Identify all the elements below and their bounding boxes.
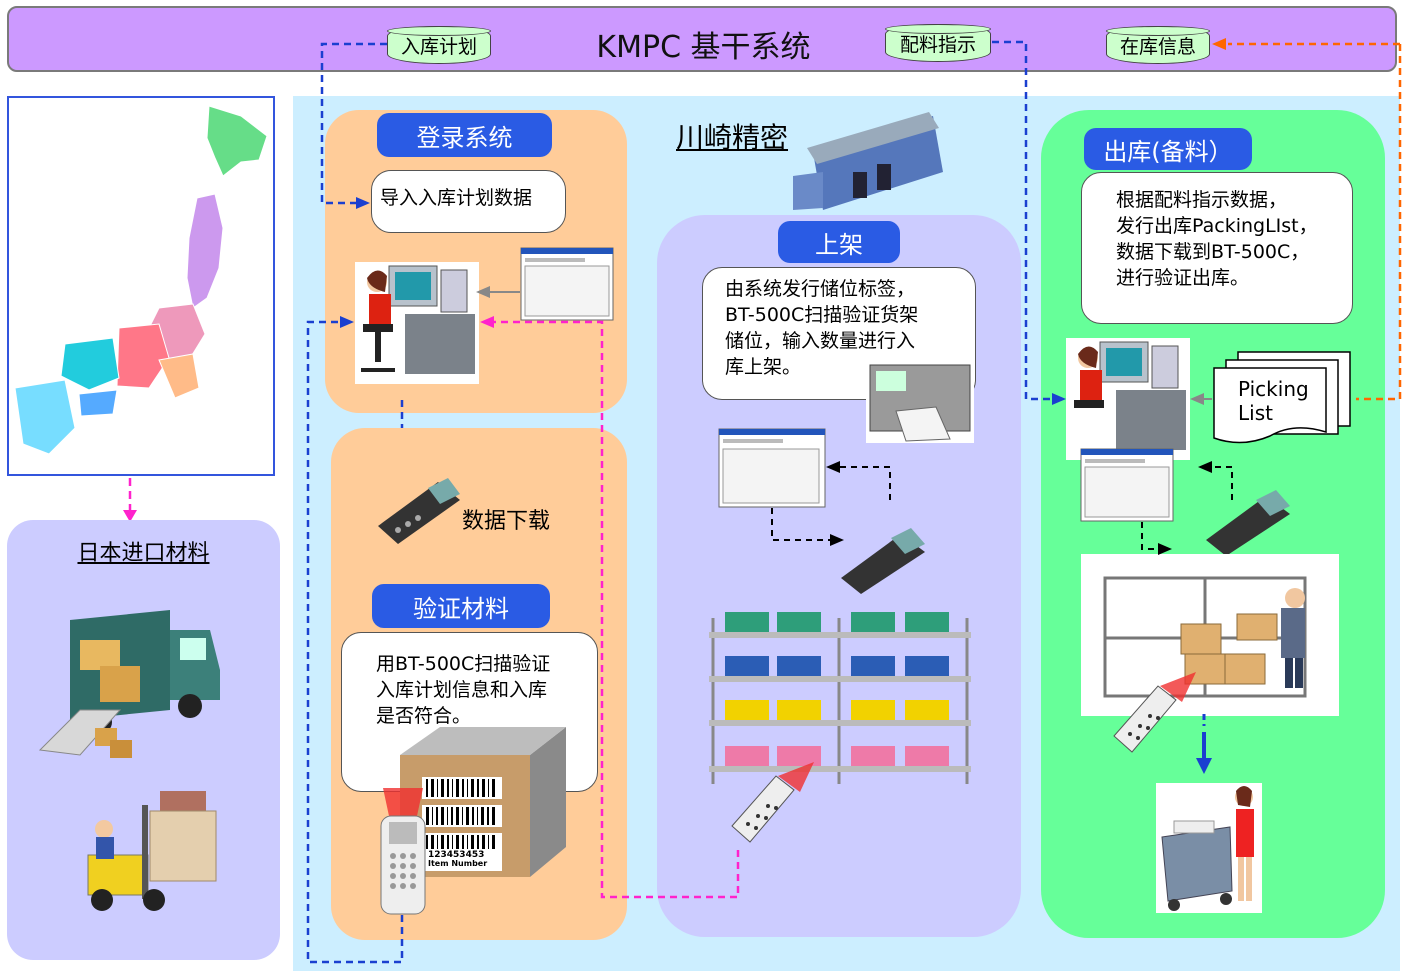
shelving-desc-line: 储位，输入数量进行入 [725, 330, 916, 352]
scanner-icon-1 [380, 788, 426, 915]
picking-list-line: List [1238, 401, 1273, 425]
outbound-desc-line: 根据配料指示数据， [1116, 189, 1288, 211]
register-title: 登录系统 [377, 113, 552, 157]
outbound-desc-line: 进行验证出库。 [1116, 267, 1250, 289]
handheld-terminal-icon-1 [378, 478, 460, 544]
db-inventory-info: 在库信息 [1106, 26, 1210, 64]
db-picking-instruction-label: 配料指示 [899, 34, 976, 56]
operator-pc-icon [355, 262, 479, 384]
db-picking-instruction: 配料指示 [885, 24, 991, 62]
verify-title: 验证材料 [372, 584, 550, 628]
storage-racks-icon [709, 612, 971, 784]
system-title: KMPC 基干系统 [596, 30, 811, 65]
db-inventory-info-label: 在库信息 [1119, 36, 1196, 58]
truck-icon [38, 610, 220, 758]
label-printer-icon [866, 361, 974, 443]
outbound-title: 出库(备料） [1084, 128, 1252, 170]
screen-thumbnail-2 [718, 428, 826, 508]
picking-list-doc [1213, 351, 1351, 444]
picking-scene-icon [1081, 554, 1339, 716]
db-inbound-plan: 入库计划 [387, 26, 491, 64]
japan-map [7, 96, 275, 476]
forklift-icon [87, 791, 217, 911]
scanner-icon-3 [1113, 672, 1196, 753]
warehouse-icon [793, 112, 943, 210]
shelving-title: 上架 [778, 221, 900, 263]
scanner-icon-2 [731, 762, 814, 843]
import-note-box: 导入入库计划数据 [371, 170, 566, 233]
operator-pc-icon-2 [1066, 338, 1190, 460]
import-note-text: 导入入库计划数据 [380, 187, 533, 209]
kawasaki-label: 川崎精密 [676, 121, 789, 154]
handheld-terminal-icon-2 [841, 528, 925, 594]
japan-import-label: 日本进口材料 [77, 541, 210, 566]
outbound-desc-box: 根据配料指示数据， 发行出库PackingLIst， 数据下载到BT-500C，… [1081, 172, 1353, 324]
verify-desc-line: 用BT-500C扫描验证 [376, 653, 551, 675]
db-inbound-plan-label: 入库计划 [400, 36, 477, 58]
verify-desc-line: 是否符合。 [376, 705, 472, 727]
verify-desc-line: 入库计划信息和入库 [376, 679, 548, 701]
barcode-number: 123453453 [428, 850, 485, 860]
shelving-desc-line: 库上架。 [725, 356, 802, 378]
outbound-desc-line: 数据下载到BT-500C， [1116, 241, 1310, 263]
handheld-terminal-icon-3 [1206, 490, 1290, 556]
map-down-arrow [123, 478, 137, 522]
outbound-desc-line: 发行出库PackingLIst， [1116, 215, 1318, 237]
picking-list-label: Picking List [1238, 377, 1309, 425]
screen-thumbnail-3 [1080, 448, 1174, 522]
shelving-desc-line: 由系统发行储位标签， [725, 278, 916, 300]
shelving-desc-line: BT-500C扫描验证货架 [725, 304, 919, 326]
picking-list-line: Picking [1238, 377, 1309, 401]
cart-worker-icon [1156, 783, 1262, 913]
screen-thumbnail-1 [520, 247, 614, 321]
download-label: 数据下载 [462, 509, 551, 534]
barcode-caption: Item Number [428, 859, 488, 868]
outbound-down-arrow [1196, 714, 1212, 774]
